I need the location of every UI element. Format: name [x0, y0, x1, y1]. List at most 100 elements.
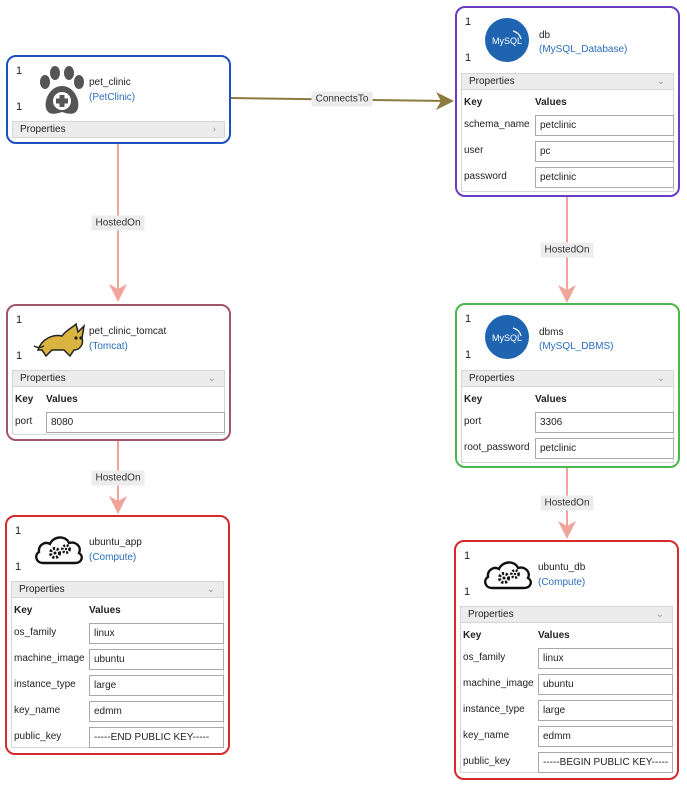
property-key: instance_type [463, 704, 525, 715]
chevron-down-icon[interactable]: ⌄ [656, 373, 665, 384]
property-value-input[interactable]: -----BEGIN PUBLIC KEY----- [538, 752, 673, 773]
node-ubuntu-db[interactable]: 1 1 ubuntu_db (Compute) Properties ⌄ Key… [454, 540, 679, 780]
mysql-icon: MySQL [484, 17, 530, 66]
node-type: (MySQL_Database) [539, 44, 628, 55]
min-instances: 1 [16, 314, 23, 326]
node-type: (MySQL_DBMS) [539, 341, 614, 352]
property-value-input[interactable]: petclinic [535, 115, 674, 136]
edge-label-hosted-on-4: HostedOn [540, 495, 594, 511]
property-value-input[interactable]: ubuntu [89, 649, 224, 670]
property-value-input[interactable]: pc [535, 141, 674, 162]
node-dbms[interactable]: 1 1 MySQL dbms (MySQL_DBMS) Properties ⌄… [455, 303, 680, 468]
properties-header[interactable]: Properties ⌄ [461, 370, 674, 387]
node-type: (PetClinic) [89, 92, 136, 103]
key-column-header: Key [464, 97, 483, 108]
edge-hosted-on-1-arrowhead [109, 284, 127, 302]
key-column-header: Key [464, 394, 483, 405]
property-value-input[interactable]: large [89, 675, 224, 696]
max-instances: 1 [465, 52, 472, 64]
property-key: machine_image [14, 653, 85, 664]
cloud-gears-icon [482, 558, 534, 595]
chevron-down-icon[interactable]: ⌄ [206, 584, 215, 595]
node-name: db [539, 30, 551, 41]
property-value-input[interactable]: 3306 [535, 412, 674, 433]
node-type: (Tomcat) [89, 341, 128, 352]
properties-table: Key Values os_family linux machine_image… [11, 598, 224, 748]
values-column-header: Values [535, 394, 567, 405]
properties-header[interactable]: Properties ⌄ [12, 370, 225, 387]
node-pet-clinic-tomcat[interactable]: 1 1 pet_clinic_tomcat (Tomcat) Propertie… [6, 304, 231, 441]
properties-label: Properties [468, 609, 514, 620]
values-column-header: Values [46, 394, 78, 405]
property-key: port [15, 416, 33, 427]
property-key: schema_name [464, 119, 530, 130]
property-value-input[interactable]: edmm [89, 701, 224, 722]
edge-hosted-on-4-arrowhead [558, 521, 576, 539]
node-name: pet_clinic_tomcat [89, 326, 167, 337]
max-instances: 1 [465, 349, 472, 361]
node-ubuntu-app[interactable]: 1 1 ubuntu_app (Compute) Properties ⌄ Ke… [5, 515, 230, 755]
chevron-down-icon[interactable]: ⌄ [207, 373, 216, 384]
property-value-input[interactable]: large [538, 700, 673, 721]
edge-hosted-on-2-arrowhead [109, 496, 127, 514]
property-key: instance_type [14, 679, 76, 690]
properties-table: Key Values schema_name petclinic user pc… [461, 90, 674, 192]
properties-header[interactable]: Properties › [12, 121, 225, 138]
properties-label: Properties [469, 76, 515, 87]
mysql-icon: MySQL [484, 314, 530, 363]
property-key: os_family [14, 627, 57, 638]
property-value-input[interactable]: edmm [538, 726, 673, 747]
svg-text:MySQL: MySQL [492, 36, 522, 46]
property-value-input[interactable]: -----END PUBLIC KEY----- [89, 727, 224, 748]
chevron-down-icon[interactable]: ⌄ [655, 609, 664, 620]
property-key: user [464, 145, 484, 156]
edge-connects-to-arrowhead [436, 92, 454, 110]
pawprint-plus-icon [38, 66, 86, 121]
key-column-header: Key [463, 630, 482, 641]
properties-header[interactable]: Properties ⌄ [461, 73, 674, 90]
values-column-header: Values [89, 605, 121, 616]
values-column-header: Values [535, 97, 567, 108]
property-key: root_password [464, 442, 530, 453]
property-key: port [464, 416, 482, 427]
min-instances: 1 [465, 313, 472, 325]
property-value-input[interactable]: ubuntu [538, 674, 673, 695]
node-db[interactable]: 1 1 MySQL db (MySQL_Database) Properties… [455, 6, 680, 197]
edge-label-hosted-on-2: HostedOn [91, 470, 145, 486]
property-key: machine_image [463, 678, 534, 689]
chevron-down-icon[interactable]: ⌄ [656, 76, 665, 87]
property-value-input[interactable]: 8080 [46, 412, 225, 433]
properties-label: Properties [469, 373, 515, 384]
max-instances: 1 [16, 350, 23, 362]
min-instances: 1 [16, 65, 23, 77]
properties-header[interactable]: Properties ⌄ [460, 606, 673, 623]
edge-label-connects-to: ConnectsTo [311, 91, 373, 107]
svg-text:MySQL: MySQL [492, 333, 522, 343]
edge-label-hosted-on-3: HostedOn [540, 242, 594, 258]
node-pet-clinic[interactable]: 1 1 pet_clinic (PetClinic) Properties › [6, 55, 231, 144]
property-key: password [464, 171, 507, 182]
property-value-input[interactable]: petclinic [535, 167, 674, 188]
edge-hosted-on-3-arrowhead [558, 285, 576, 303]
edge-label-hosted-on-1: HostedOn [91, 215, 145, 231]
property-value-input[interactable]: linux [89, 623, 224, 644]
chevron-right-icon[interactable]: › [212, 124, 216, 135]
min-instances: 1 [465, 16, 472, 28]
property-key: key_name [14, 705, 61, 716]
properties-header[interactable]: Properties ⌄ [11, 581, 224, 598]
property-value-input[interactable]: petclinic [535, 438, 674, 459]
min-instances: 1 [464, 550, 471, 562]
property-key: key_name [463, 730, 510, 741]
property-key: public_key [463, 756, 511, 767]
properties-table: Key Values port 8080 [12, 387, 225, 435]
cloud-gears-icon [33, 533, 85, 570]
node-name: ubuntu_db [538, 562, 586, 573]
values-column-header: Values [538, 630, 570, 641]
properties-table: Key Values os_family linux machine_image… [460, 623, 673, 773]
property-value-input[interactable]: linux [538, 648, 673, 669]
property-key: os_family [463, 652, 506, 663]
node-name: ubuntu_app [89, 537, 142, 548]
min-instances: 1 [15, 525, 22, 537]
key-column-header: Key [15, 394, 34, 405]
